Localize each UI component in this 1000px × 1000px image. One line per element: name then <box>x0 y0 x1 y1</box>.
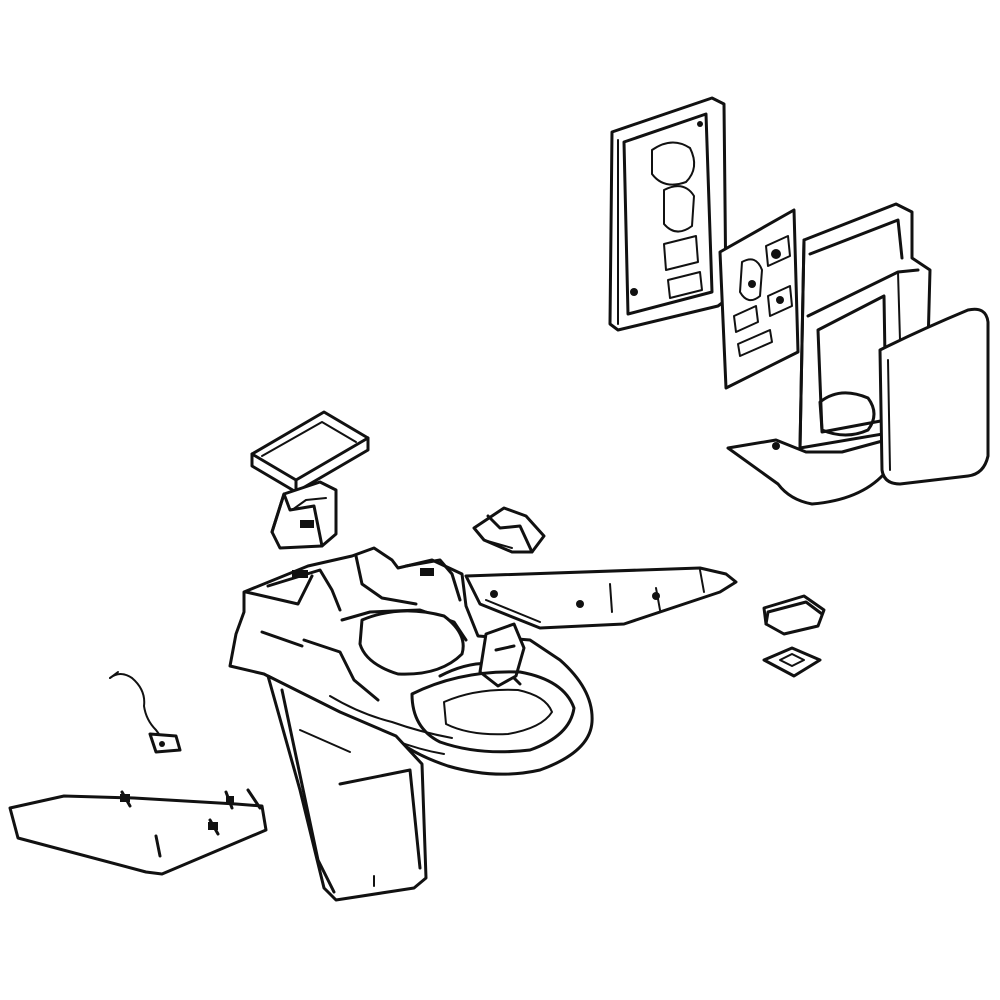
switch-assembly <box>270 480 338 550</box>
lever-switch <box>472 506 546 554</box>
square-gasket <box>762 646 822 678</box>
circuit-board <box>718 208 800 390</box>
small-cover-box <box>250 410 370 494</box>
control-panel-frame <box>608 96 728 332</box>
wire-harness <box>109 671 182 754</box>
dispenser-front-cover <box>878 307 990 486</box>
dispenser-chassis <box>228 546 738 776</box>
small-square-cap <box>762 594 826 636</box>
left-cover-plate <box>8 788 268 876</box>
chute-door-panel <box>266 674 428 902</box>
